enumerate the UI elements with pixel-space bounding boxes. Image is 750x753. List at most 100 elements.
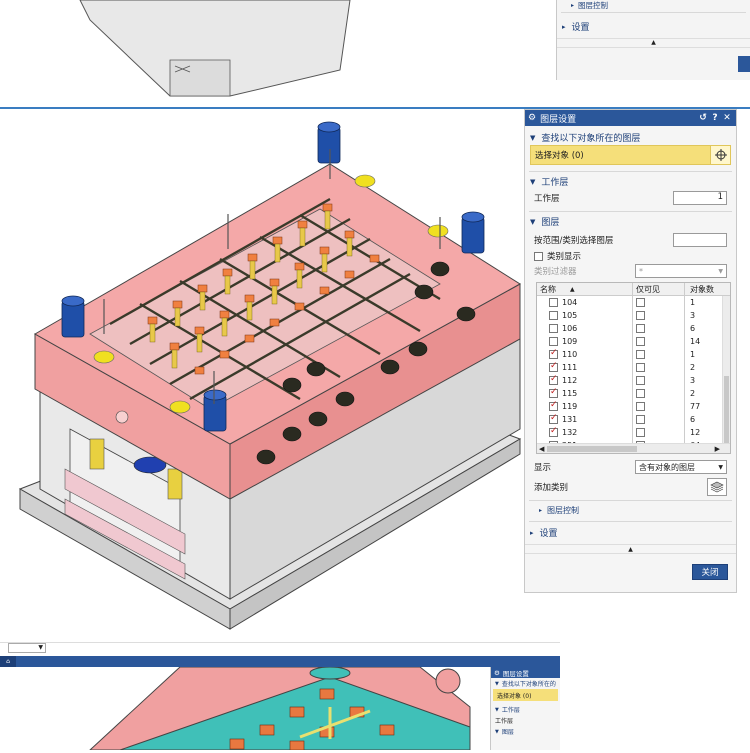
- bottom-filter-combo[interactable]: ▼: [8, 643, 46, 653]
- layer-control-row[interactable]: ▸ 图层控制: [525, 503, 736, 517]
- settings-label: 设置: [539, 529, 558, 539]
- category-filter-label: 类别过滤器: [534, 267, 577, 277]
- layer-visible-checkbox[interactable]: [549, 387, 558, 398]
- help-icon[interactable]: ?: [712, 113, 718, 123]
- horizontal-scrollbar[interactable]: ◀ ▶: [537, 443, 730, 453]
- horizontal-scroll-thumb[interactable]: [547, 446, 637, 452]
- col-name-header[interactable]: 名称 ▲: [537, 283, 633, 295]
- visible-only-checkbox[interactable]: [636, 350, 645, 359]
- layer-visible-checkbox[interactable]: [549, 337, 558, 346]
- dialog-title-bar: ⚙ 图层设置 ↺ ? ✕: [525, 110, 736, 126]
- layer-table[interactable]: 名称 ▲ 仅可见 对象数 104110531066109141101111211…: [536, 282, 731, 454]
- col-visible-header[interactable]: 仅可见: [633, 283, 685, 295]
- range-select-label: 按范围/类别选择图层: [534, 236, 614, 246]
- category-display-row[interactable]: 类别显示: [525, 249, 736, 263]
- visible-only-checkbox[interactable]: [636, 428, 645, 437]
- layer-name-cell: 115: [537, 387, 633, 400]
- layers-group-header[interactable]: ▼ 图层: [525, 214, 736, 229]
- main-3d-viewport[interactable]: [0, 109, 524, 639]
- layer-name-cell: 110: [537, 348, 633, 361]
- layer-visible-checkbox[interactable]: [549, 400, 558, 411]
- collapse-triangle-icon: ▼: [495, 728, 499, 735]
- scroll-right-icon[interactable]: ▶: [714, 444, 720, 453]
- range-select-input[interactable]: [673, 233, 727, 247]
- display-combo[interactable]: 含有对象的图层 ▼: [635, 460, 727, 474]
- category-display-checkbox[interactable]: [534, 251, 543, 261]
- top-collapse-bar[interactable]: ▲: [557, 38, 750, 48]
- display-row: 显示 含有对象的图层 ▼: [525, 458, 736, 476]
- bottom-tab-icon[interactable]: ⌂: [0, 656, 16, 667]
- layer-name: 109: [562, 337, 578, 346]
- find-objects-group-header[interactable]: ▼ 查找以下对象所在的图层: [525, 130, 736, 145]
- crosshair-icon[interactable]: [710, 146, 730, 164]
- visible-only-checkbox[interactable]: [636, 402, 645, 411]
- layer-object-count: 6: [690, 324, 696, 333]
- top-settings-row[interactable]: ▸ 设置: [557, 19, 750, 34]
- vertical-scroll-thumb[interactable]: [724, 376, 729, 446]
- visible-only-checkbox[interactable]: [636, 337, 645, 346]
- settings-group-header[interactable]: ▸ 设置: [525, 525, 736, 540]
- visible-only-checkbox[interactable]: [636, 298, 645, 307]
- layer-visible-checkbox[interactable]: [549, 324, 558, 333]
- layer-visible-checkbox[interactable]: [549, 361, 558, 372]
- collapse-triangle-icon: ▼: [530, 177, 536, 186]
- bottom-find-group[interactable]: ▼ 查找以下对象所在的: [491, 678, 560, 689]
- layer-name: 110: [562, 350, 578, 359]
- collapse-bar[interactable]: ▲: [525, 544, 736, 554]
- layers-group-label: 图层: [541, 218, 560, 228]
- layer-visible-checkbox[interactable]: [549, 413, 558, 424]
- layer-visible-checkbox[interactable]: [549, 374, 558, 385]
- bottom-layer-dialog-partial: ⚙ 图层设置 ▼ 查找以下对象所在的 选择对象 (0) ▼ 工作层 工作层 ▼ …: [490, 667, 560, 750]
- layer-visible-only-cell: [633, 426, 685, 439]
- visible-only-checkbox[interactable]: [636, 415, 645, 424]
- category-filter-combo[interactable]: * ▼: [635, 264, 727, 278]
- expand-triangle-icon: ▸: [571, 1, 575, 9]
- bottom-3d-viewport[interactable]: [0, 666, 490, 751]
- col-count-header[interactable]: 对象数: [685, 283, 730, 295]
- visible-only-checkbox[interactable]: [636, 324, 645, 333]
- close-icon[interactable]: ✕: [723, 113, 731, 123]
- layer-object-count: 77: [690, 402, 701, 411]
- visible-only-checkbox[interactable]: [636, 311, 645, 320]
- close-button[interactable]: 关闭: [692, 564, 728, 580]
- layer-visible-checkbox[interactable]: [549, 426, 558, 437]
- layer-visible-checkbox[interactable]: [549, 298, 558, 307]
- expand-triangle-icon: ▸: [539, 506, 543, 514]
- vertical-scrollbar[interactable]: [722, 296, 730, 446]
- layer-visible-checkbox[interactable]: [549, 311, 558, 320]
- work-layer-group-header[interactable]: ▼ 工作层: [525, 174, 736, 189]
- visible-only-checkbox[interactable]: [636, 363, 645, 372]
- reset-icon[interactable]: ↺: [699, 113, 707, 123]
- layer-visible-only-cell: [633, 348, 685, 361]
- layer-object-count: 3: [690, 311, 696, 320]
- work-layer-input[interactable]: 1: [673, 191, 727, 205]
- bottom-toolbar-strip: [0, 642, 560, 654]
- bottom-work-layer-group[interactable]: ▼ 工作层: [491, 704, 560, 715]
- visible-only-checkbox[interactable]: [636, 389, 645, 398]
- visible-only-checkbox[interactable]: [636, 376, 645, 385]
- layer-visible-only-cell: [633, 309, 685, 322]
- bottom-select-objects-row[interactable]: 选择对象 (0): [493, 689, 558, 701]
- select-objects-row[interactable]: 选择对象 (0): [530, 145, 731, 165]
- scroll-left-icon[interactable]: ◀: [539, 444, 545, 453]
- layer-visible-only-cell: [633, 296, 685, 309]
- top-layer-control-row[interactable]: ▸ 图层控制: [557, 0, 750, 10]
- top-close-button-partial[interactable]: [738, 56, 750, 72]
- layer-name: 111: [562, 363, 578, 372]
- layer-visible-checkbox[interactable]: [549, 348, 558, 359]
- bottom-work-layer-row: 工作层: [491, 715, 560, 726]
- layers-stack-icon[interactable]: [707, 478, 727, 496]
- bottom-layers-group[interactable]: ▼ 图层: [491, 726, 560, 737]
- layer-name-cell: 132: [537, 426, 633, 439]
